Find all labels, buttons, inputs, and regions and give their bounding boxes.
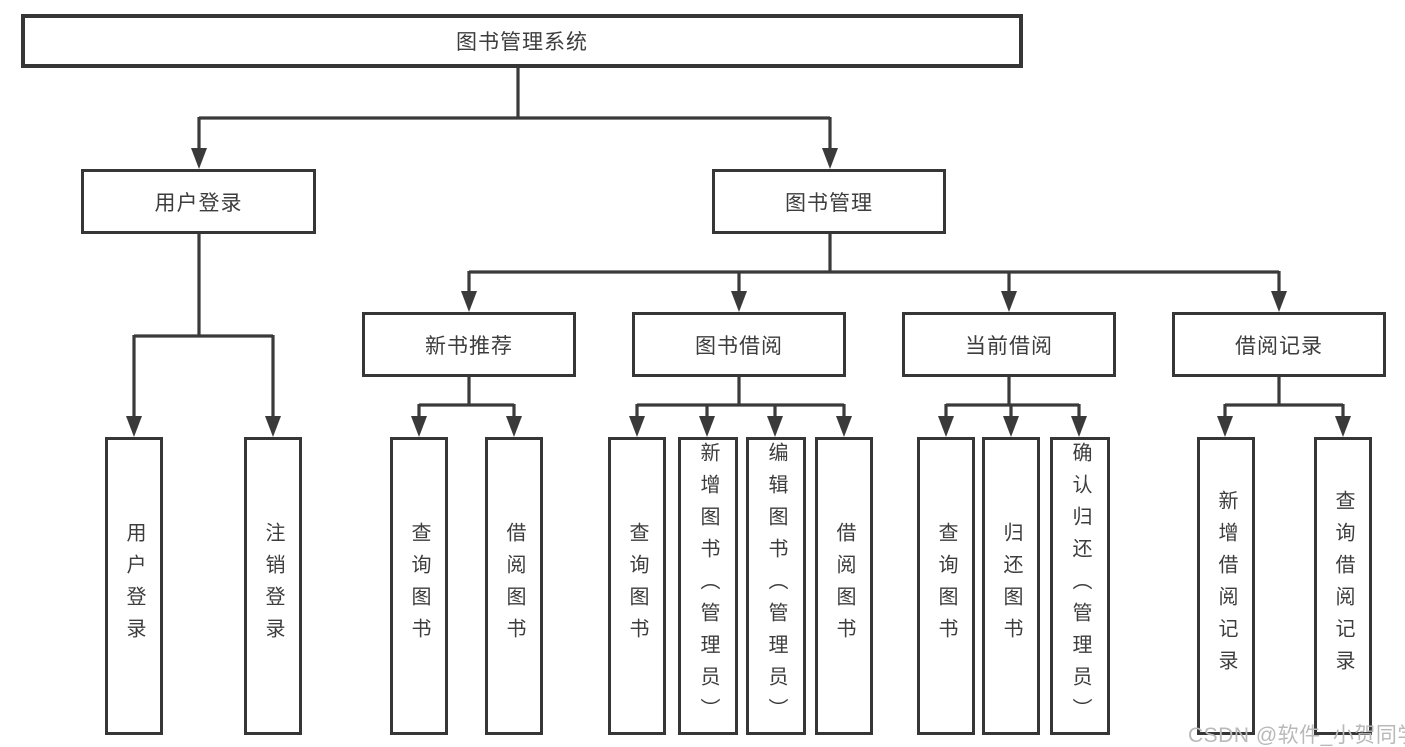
- node-add-book-admin-label: 新增图书（管理员）: [697, 442, 719, 730]
- node-user-login-action-label: 用户登录: [123, 522, 145, 650]
- node-return-books-label: 归还图书: [1000, 522, 1022, 650]
- node-add-book-admin: 新增图书（管理员）: [678, 437, 738, 735]
- node-query-books-current-label: 查询图书: [935, 522, 957, 650]
- node-borrowing-records: 借阅记录: [1172, 312, 1386, 377]
- node-query-books-recommend: 查询图书: [390, 437, 448, 735]
- node-current-borrowing: 当前借阅: [902, 312, 1116, 377]
- node-query-books-borrowing: 查询图书: [608, 437, 666, 735]
- node-book-management: 图书管理: [712, 169, 946, 234]
- node-borrow-books-borrowing: 借阅图书: [815, 437, 873, 735]
- node-library-system-label: 图书管理系统: [456, 31, 588, 54]
- node-edit-book-admin-label: 编辑图书（管理员）: [765, 442, 787, 730]
- node-new-book-recommendation-label: 新书推荐: [425, 334, 513, 358]
- node-query-books-current: 查询图书: [917, 437, 975, 735]
- node-library-system: 图书管理系统: [21, 14, 1023, 68]
- node-logout-action-label: 注销登录: [262, 522, 284, 650]
- node-borrowing-records-label: 借阅记录: [1235, 334, 1323, 358]
- node-user-login-action: 用户登录: [105, 437, 163, 735]
- node-user-login: 用户登录: [81, 169, 316, 234]
- node-current-borrowing-label: 当前借阅: [965, 334, 1053, 358]
- node-book-borrowing: 图书借阅: [632, 312, 846, 377]
- node-book-borrowing-label: 图书借阅: [695, 334, 783, 358]
- node-add-borrow-record: 新增借阅记录: [1197, 437, 1255, 735]
- node-return-books: 归还图书: [982, 437, 1040, 735]
- node-edit-book-admin: 编辑图书（管理员）: [746, 437, 806, 735]
- node-confirm-return-admin-label: 确认归还（管理员）: [1069, 442, 1091, 730]
- node-add-borrow-record-label: 新增借阅记录: [1215, 490, 1237, 682]
- node-query-borrow-record-label: 查询借阅记录: [1332, 490, 1354, 682]
- node-borrow-books-recommend: 借阅图书: [485, 437, 543, 735]
- node-confirm-return-admin: 确认归还（管理员）: [1050, 437, 1110, 735]
- node-borrow-books-borrowing-label: 借阅图书: [833, 522, 855, 650]
- csdn-watermark: CSDN @软件_小贺同学: [1188, 724, 1405, 747]
- node-new-book-recommendation: 新书推荐: [362, 312, 576, 377]
- node-query-books-recommend-label: 查询图书: [408, 522, 430, 650]
- node-borrow-books-recommend-label: 借阅图书: [503, 522, 525, 650]
- node-book-management-label: 图书管理: [785, 191, 873, 215]
- node-query-borrow-record: 查询借阅记录: [1314, 437, 1372, 735]
- node-query-books-borrowing-label: 查询图书: [626, 522, 648, 650]
- node-logout-action: 注销登录: [244, 437, 302, 735]
- node-user-login-label: 用户登录: [154, 191, 243, 215]
